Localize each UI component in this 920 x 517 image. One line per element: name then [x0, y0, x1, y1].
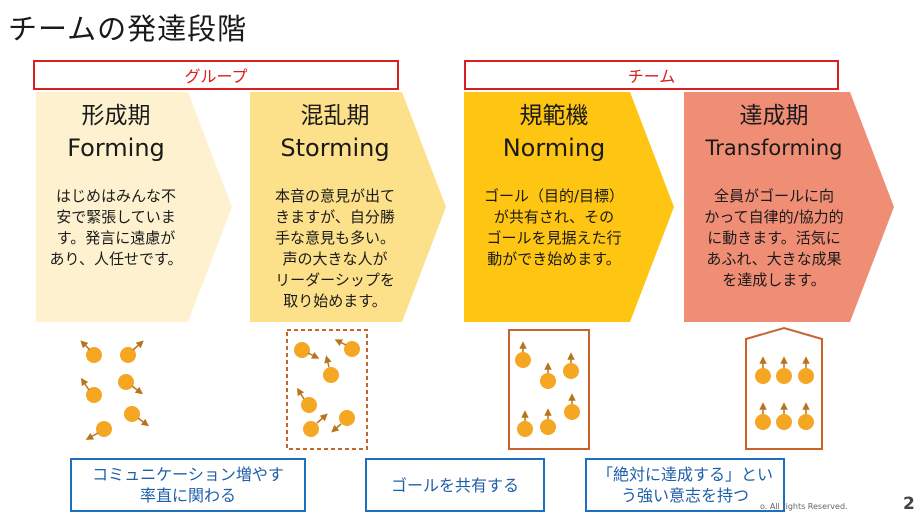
stage-name-ja: 混乱期: [300, 103, 370, 129]
note-share-goal: ゴールを共有する: [365, 458, 545, 512]
stage-desc-line: 取り始めます。: [283, 292, 387, 310]
note-line: う強い意志を持つ: [620, 486, 749, 505]
page-title: チームの発達段階: [8, 12, 248, 46]
stage-desc-line: が共有され、その: [493, 208, 615, 226]
team-label-box: チーム: [464, 60, 839, 90]
stage-desc-line: 安で緊張していま: [56, 208, 176, 226]
stage-arrow-shape: [684, 92, 894, 322]
storming-conflict-members-icon: [286, 329, 368, 450]
stage-name-en: Norming: [502, 134, 606, 162]
stage-desc-line: を達成します。: [722, 271, 826, 289]
stage-name-en: Forming: [67, 134, 165, 162]
note-line: コミュニケーション増やす: [92, 465, 284, 484]
team-label: チーム: [627, 67, 676, 86]
stage-transforming: 達成期 Transforming 全員がゴールに向 かって自律的/協力的 に動き…: [684, 92, 894, 322]
stage-name-ja: 規範機: [519, 103, 589, 129]
stage-desc-line: ゴール（目的/目標）: [483, 187, 625, 205]
stage-name-ja: 形成期: [81, 103, 151, 129]
stage-arrow-shape: [36, 92, 232, 322]
copyright-footer: o. All rights Reserved.: [760, 502, 848, 511]
stage-illustrations: [80, 326, 823, 450]
stage-name-ja: 達成期: [739, 103, 809, 129]
stage-norming: 規範機 Norming ゴール（目的/目標） が共有され、その ゴールを見据えた…: [464, 92, 674, 322]
stage-forming: 形成期 Forming はじめはみんな不 安で緊張していま す。発言に遠慮が あ…: [36, 92, 232, 322]
stage-desc-line: あふれ、大きな成果: [706, 250, 842, 268]
note-strong-will: 「絶対に達成する」とい う強い意志を持つ: [585, 458, 785, 512]
transforming-unified-members-icon: [745, 326, 823, 450]
group-label: グループ: [184, 67, 248, 86]
stage-desc-line: リーダーシップを: [275, 271, 395, 289]
note-line: 「絶対に達成する」とい: [596, 465, 773, 484]
norming-aligned-members-icon: [508, 329, 590, 450]
stage-arrow-shape: [464, 92, 674, 322]
stage-desc-line: かって自律的/協力的: [704, 208, 844, 226]
stage-desc-line: 本音の意見が出て: [274, 187, 395, 205]
note-line: 率直に関わる: [139, 486, 236, 505]
stage-name-en: Storming: [280, 134, 390, 162]
group-label-box: グループ: [33, 60, 399, 90]
note-communication: コミュニケーション増やす 率直に関わる: [70, 458, 306, 512]
stage-storming: 混乱期 Storming 本音の意見が出て きますが、自分勝 手な意見も多い。 …: [250, 92, 446, 322]
stage-desc-line: あり、人任せです。: [49, 250, 183, 268]
forming-scattered-members-icon: [80, 340, 149, 440]
stage-desc-line: 声の大きな人が: [282, 250, 388, 268]
stage-name-en: Transforming: [705, 136, 843, 160]
stage-desc-line: に動きます。活気に: [707, 229, 841, 247]
stage-desc-line: 手な意見も多い。: [274, 229, 395, 247]
note-line: ゴールを共有する: [390, 475, 519, 495]
stage-desc-line: 動ができ始めます。: [487, 250, 621, 268]
stage-desc-line: す。発言に遠慮が: [56, 229, 176, 247]
stage-desc-line: きますが、自分勝: [275, 208, 395, 226]
page-number: 2: [903, 494, 915, 514]
stage-desc-line: ゴールを見据えた行: [486, 229, 622, 247]
stage-desc-line: 全員がゴールに向: [713, 187, 834, 205]
stage-arrow-shape: [250, 92, 446, 322]
stage-desc-line: はじめはみんな不: [55, 187, 176, 205]
